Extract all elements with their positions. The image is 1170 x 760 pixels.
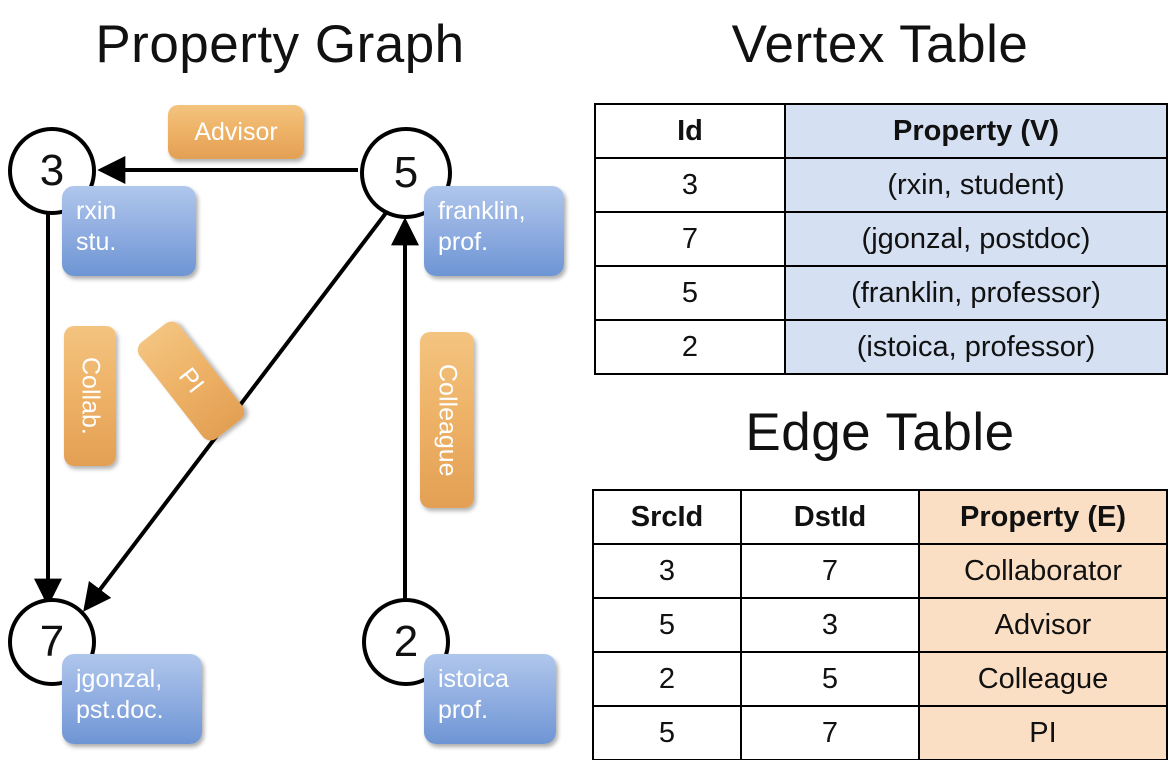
edge-label-collab-text: Collab. [76, 357, 105, 435]
vertex-table-header-property: Property (V) [784, 103, 1168, 159]
table-row: 7 (jgonzal, postdoc) [594, 211, 1168, 267]
node-property-box-rxin: rxin stu. [62, 186, 196, 276]
edge-cell-property: Advisor [918, 597, 1168, 653]
edge-label-collab: Collab. [64, 326, 116, 466]
edge-label-colleague: Colleague [420, 332, 474, 508]
edge-label-colleague-text: Colleague [433, 363, 462, 477]
node-property-istoica-line2: prof. [438, 695, 489, 724]
edge-cell-srcid: 3 [592, 543, 742, 599]
node-property-box-franklin: franklin, prof. [424, 186, 564, 276]
vertex-cell-id: 7 [594, 211, 786, 267]
vertex-table-header-row: Id Property (V) [594, 103, 1168, 159]
table-row: 2 5 Colleague [592, 651, 1168, 707]
graph-node-5[interactable]: 5 [360, 127, 452, 219]
edge-cell-srcid: 5 [592, 597, 742, 653]
node-property-franklin-line2: prof. [438, 227, 489, 256]
property-graph-diagram: 3 5 7 2 rxin stu. franklin, prof. jgonza… [8, 105, 564, 744]
table-row: 3 (rxin, student) [594, 157, 1168, 213]
table-row: 5 7 PI [592, 705, 1168, 760]
vertex-cell-id: 5 [594, 265, 786, 321]
edge-cell-srcid: 5 [592, 705, 742, 760]
vertex-cell-id: 3 [594, 157, 786, 213]
table-row: 5 3 Advisor [592, 597, 1168, 653]
edge-table-header-srcid: SrcId [592, 489, 742, 545]
vertex-cell-property: (istoica, professor) [784, 319, 1168, 375]
edge-label-advisor: Advisor [168, 105, 304, 159]
graph-node-5-label: 5 [393, 148, 419, 197]
table-row: 5 (franklin, professor) [594, 265, 1168, 321]
node-property-jgonzal-line2: pst.doc. [76, 695, 164, 724]
vertex-table-header-id: Id [594, 103, 786, 159]
graph-node-3-label: 3 [39, 146, 65, 195]
edge-table-header-row: SrcId DstId Property (E) [592, 489, 1168, 545]
node-property-box-istoica: istoica prof. [424, 654, 556, 744]
edge-cell-property: PI [918, 705, 1168, 760]
node-property-box-jgonzal: jgonzal, pst.doc. [62, 654, 202, 744]
vertex-cell-property: (franklin, professor) [784, 265, 1168, 321]
edge-table-header-property: Property (E) [918, 489, 1168, 545]
edge-cell-property: Collaborator [918, 543, 1168, 599]
graph-node-2[interactable]: 2 [362, 598, 450, 686]
edge-cell-dstid: 7 [740, 705, 920, 760]
page-title-property-graph: Property Graph [95, 15, 465, 74]
node-property-rxin-line2: stu. [76, 227, 117, 256]
edge-cell-srcid: 2 [592, 651, 742, 707]
node-property-istoica-line1: istoica [438, 665, 509, 693]
page-title-vertex-table: Vertex Table [731, 15, 1029, 74]
edge-table: SrcId DstId Property (E) 3 7 Collaborato… [592, 489, 1168, 760]
edge-cell-property: Colleague [918, 651, 1168, 707]
graph-node-7-label: 7 [39, 617, 65, 666]
node-property-jgonzal-line1: jgonzal, [76, 665, 163, 693]
vertex-cell-id: 2 [594, 319, 786, 375]
table-row: 2 (istoica, professor) [594, 319, 1168, 375]
edge-label-advisor-text: Advisor [194, 117, 278, 146]
edge-cell-dstid: 7 [740, 543, 920, 599]
edge-table-header-dstid: DstId [740, 489, 920, 545]
vertex-cell-property: (rxin, student) [784, 157, 1168, 213]
node-property-rxin-line1: rxin [76, 197, 117, 225]
vertex-cell-property: (jgonzal, postdoc) [784, 211, 1168, 267]
edge-cell-dstid: 3 [740, 597, 920, 653]
node-property-franklin-line1: franklin, [438, 197, 526, 225]
table-row: 3 7 Collaborator [592, 543, 1168, 599]
graph-node-2-label: 2 [393, 617, 419, 666]
vertex-table: Id Property (V) 3 (rxin, student) 7 (jgo… [594, 103, 1168, 375]
page-title-edge-table: Edge Table [745, 403, 1015, 462]
edge-label-pi-text: PI [173, 362, 210, 399]
edge-cell-dstid: 5 [740, 651, 920, 707]
